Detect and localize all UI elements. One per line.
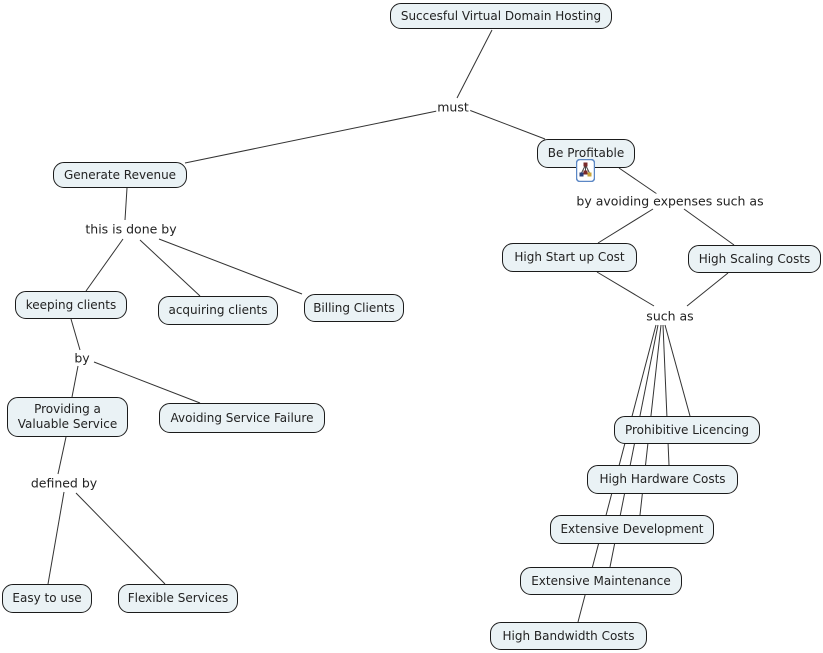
connector-line-providing-a-valuable-service--defined-by	[57, 436, 67, 475]
concept-high-scaling-costs[interactable]: High Scaling Costs	[688, 245, 821, 273]
concept-extensive-development[interactable]: Extensive Development	[550, 515, 714, 544]
child-map-icon-node-mid	[583, 170, 588, 175]
concept-generate-revenue[interactable]: Generate Revenue	[53, 162, 187, 188]
connector-line-must--generate-revenue	[184, 110, 438, 164]
linking-phrase-such-as[interactable]: such as	[645, 308, 695, 324]
connector-line-defined-by--easy-to-use	[47, 491, 65, 585]
connector-line-high-start-up-cost--such-as	[596, 271, 655, 307]
concept-billing-clients[interactable]: Billing Clients	[304, 294, 404, 322]
linking-phrase-defined-by[interactable]: defined by	[29, 475, 99, 491]
linking-phrase-by-avoiding-expenses-such-as[interactable]: by avoiding expenses such as	[575, 193, 765, 209]
linking-phrase-by[interactable]: by	[73, 350, 91, 366]
concept-providing-a-valuable-service[interactable]: Providing a Valuable Service	[7, 397, 128, 437]
connector-line-must--be-profitable	[468, 109, 546, 140]
connector-line-this-is-done-by--acquiring-clients	[139, 239, 201, 297]
connector-line-succesful-virtual-domain-hosting--must	[456, 29, 493, 99]
linking-phrase-this-is-done-by[interactable]: this is done by	[84, 221, 178, 237]
connector-line-by-avoiding-expenses-such-as--high-start-up-cost	[597, 208, 654, 244]
concept-extensive-maintenance[interactable]: Extensive Maintenance	[520, 567, 682, 595]
connector-line-keeping-clients--by	[70, 318, 81, 351]
connector-line-generate-revenue--this-is-done-by	[124, 187, 128, 221]
connector-line-this-is-done-by--keeping-clients	[85, 238, 124, 292]
concept-easy-to-use[interactable]: Easy to use	[2, 584, 92, 613]
connector-line-by-avoiding-expenses-such-as--high-scaling-costs	[683, 208, 735, 246]
concept-high-start-up-cost[interactable]: High Start up Cost	[502, 243, 637, 272]
child-map-icon-node-left	[579, 172, 584, 177]
concept-high-hardware-costs[interactable]: High Hardware Costs	[587, 465, 738, 494]
concept-prohibitive-licencing[interactable]: Prohibitive Licencing	[614, 416, 760, 444]
connector-line-this-is-done-by--billing-clients	[158, 238, 303, 295]
connector-line-such-as--prohibitive-licencing	[664, 324, 691, 417]
concept-succesful-virtual-domain-hosting[interactable]: Succesful Virtual Domain Hosting	[390, 3, 612, 29]
connector-line-high-scaling-costs--such-as	[686, 272, 729, 307]
connector-line-be-profitable--by-avoiding-expenses-such-as	[618, 167, 658, 195]
child-map-icon[interactable]	[576, 159, 595, 182]
child-map-icon-node-right	[587, 172, 592, 177]
connector-line-by--avoiding-service-failure	[93, 361, 201, 404]
connector-line-such-as--high-hardware-costs	[662, 324, 670, 466]
connector-line-defined-by--flexible-services	[75, 492, 166, 585]
linking-phrase-must[interactable]: must	[436, 99, 470, 115]
concept-avoiding-service-failure[interactable]: Avoiding Service Failure	[159, 403, 325, 433]
concept-high-bandwidth-costs[interactable]: High Bandwidth Costs	[490, 622, 647, 650]
child-map-icon-node-top	[583, 162, 588, 167]
concept-keeping-clients[interactable]: keeping clients	[15, 291, 127, 319]
concept-flexible-services[interactable]: Flexible Services	[118, 584, 238, 613]
connector-line-by--providing-a-valuable-service	[71, 365, 79, 398]
concept-acquiring-clients[interactable]: acquiring clients	[158, 296, 278, 325]
